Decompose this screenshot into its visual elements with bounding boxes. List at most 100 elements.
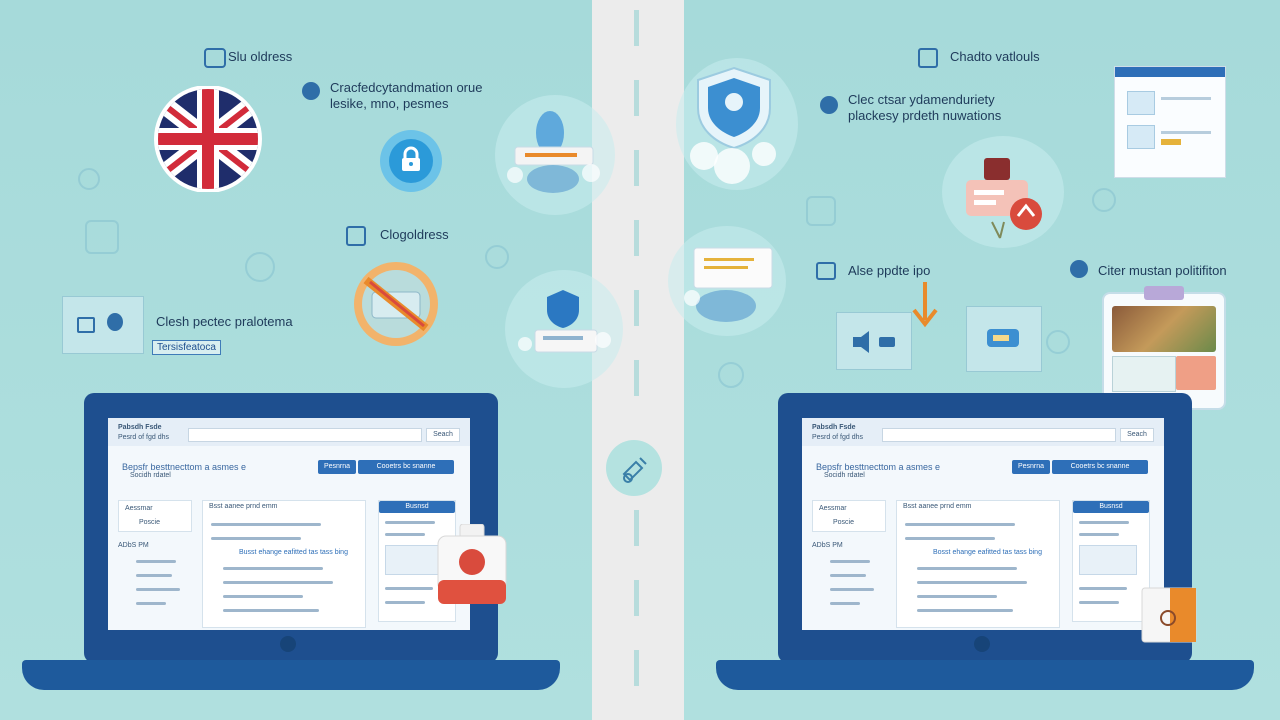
road-marking (634, 150, 639, 186)
main-card-header: Bsst aanee prnd emm (903, 503, 972, 510)
sidebar-card: Aessmar Poscie (118, 500, 192, 532)
security-document-bubble (505, 270, 623, 388)
right-card-header: Busnsd (379, 501, 455, 513)
callout-mid: Clogoldress (380, 227, 449, 242)
secondary-button[interactable]: Cooetrs bc snanne (358, 460, 454, 474)
lock-badge (380, 130, 442, 192)
road-marking (634, 290, 639, 326)
sidebar-item[interactable]: Aessmar (125, 505, 153, 512)
main-card-header: Bsst aanee prnd emm (209, 503, 278, 510)
sidebar-item[interactable]: Aessmar (819, 505, 847, 512)
sidebar-item[interactable]: Poscie (139, 519, 161, 526)
right-card-header: Busnsd (1073, 501, 1149, 513)
faint-box-icon (806, 196, 836, 226)
document-bubble (668, 226, 786, 336)
right-card-item[interactable] (1079, 545, 1137, 575)
sidebar-section: ADbS PM (118, 542, 149, 549)
chat-icon (204, 48, 226, 68)
sidebar-row[interactable] (830, 574, 866, 577)
callout-multi-line-1: Cracfedcytandmation orue (330, 80, 483, 95)
callout-top-right: Chadto vatlouls (950, 49, 1040, 64)
center-transfer-icon (606, 440, 662, 496)
callout-multi: Cracfedcytandmation orue lesike, mno, pe… (330, 80, 482, 112)
primary-button[interactable]: Pesnrna (318, 460, 356, 474)
chat-icon (816, 262, 836, 280)
user-icon (1070, 260, 1088, 278)
main-card-center: Busst ehange eafitted tas tass bing (239, 549, 348, 556)
page-heading: Bepsfr besttnecttom a asmes e (122, 462, 247, 472)
sidebar-section: ADbS PM (812, 542, 843, 549)
faint-dot-icon (78, 168, 100, 190)
sidebar-row[interactable] (136, 602, 166, 605)
sidebar-row[interactable] (136, 588, 180, 591)
road-marking (634, 650, 639, 686)
faint-gear-icon (245, 252, 275, 282)
right-card: Busnsd (1072, 500, 1150, 622)
primary-button[interactable]: Pesnrna (1012, 460, 1050, 474)
faint-gear-icon (718, 362, 744, 388)
small-badge: Tersisfeatoca (152, 340, 221, 355)
right-card-item[interactable] (385, 545, 443, 575)
callout-top: Slu oldress (228, 49, 293, 64)
user-icon (820, 96, 838, 114)
secondary-button[interactable]: Cooetrs bc snanne (1052, 460, 1148, 474)
callout-multi-line-2: plackesy prdeth nuwations (848, 108, 1002, 123)
laptop-camera (280, 636, 296, 652)
site-subtitle: Pesrd of fgd dhs (812, 434, 863, 441)
search-input[interactable] (882, 428, 1116, 442)
page-subheading: Socidh rdatel (130, 472, 171, 479)
callout-mid-right: Alse ppdte ipo (848, 263, 931, 278)
road-marking (634, 510, 639, 546)
sidebar-row[interactable] (830, 588, 874, 591)
sidebar-row[interactable] (830, 560, 870, 563)
speaker-icon (853, 331, 895, 353)
faint-folder-icon (85, 220, 119, 254)
monitor-icon (77, 317, 95, 333)
shield-bubble (676, 58, 798, 190)
sidebar-card: Aessmar Poscie (812, 500, 886, 532)
lock-icon (402, 146, 420, 171)
laptop-base (716, 660, 1254, 690)
device-card (62, 296, 144, 354)
road-marking (634, 220, 639, 256)
main-card: Bsst aanee prnd emm Busst ehange eafitte… (202, 500, 366, 628)
user-icon (107, 313, 123, 331)
content-row (223, 581, 333, 584)
search-input[interactable] (188, 428, 422, 442)
right-laptop-screen: Pabsdh Fsde Pesrd of fgd dhs Seach Bepsf… (802, 418, 1164, 630)
search-button[interactable]: Seach (426, 428, 460, 442)
faint-dot-icon (1046, 330, 1070, 354)
callout-bottom: Clesh pectec pralotema (156, 314, 293, 329)
callout-multi-line-2: lesike, mno, pesmes (330, 96, 449, 111)
sidebar-item[interactable]: Poscie (833, 519, 855, 526)
callout-multi-line-1: Clec ctsar ydamenduriety (848, 92, 995, 107)
app-window-card (1114, 66, 1226, 178)
main-card: Bsst aanee prnd emm Bosst ehange eafitte… (896, 500, 1060, 628)
doc-icon (918, 48, 938, 68)
search-button[interactable]: Seach (1120, 428, 1154, 442)
content-row (211, 537, 301, 540)
doc-icon (346, 226, 366, 246)
arrow-down-icon (910, 280, 940, 328)
content-row (211, 523, 321, 526)
user-icon (302, 82, 320, 100)
content-row (223, 595, 303, 598)
sidebar-row[interactable] (830, 602, 860, 605)
package-icon (1140, 584, 1198, 644)
laptop-camera (974, 636, 990, 652)
sidebar-row[interactable] (136, 560, 176, 563)
product-popup (1102, 286, 1226, 410)
faint-dot-icon (1092, 188, 1116, 212)
main-card-center: Bosst ehange eafitted tas tass bing (933, 549, 1042, 556)
site-title: Pabsdh Fsde (118, 424, 162, 431)
content-row (223, 609, 319, 612)
road-marking (634, 580, 639, 616)
site-subtitle: Pesrd of fgd dhs (118, 434, 169, 441)
page-subheading: Socidh rdatel (824, 472, 865, 479)
faint-dot-icon (485, 245, 509, 269)
card-payment-card (966, 306, 1042, 372)
sidebar-row[interactable] (136, 574, 172, 577)
laptop-base (22, 660, 560, 690)
speaker-card (836, 312, 912, 370)
road-marking (634, 80, 639, 116)
